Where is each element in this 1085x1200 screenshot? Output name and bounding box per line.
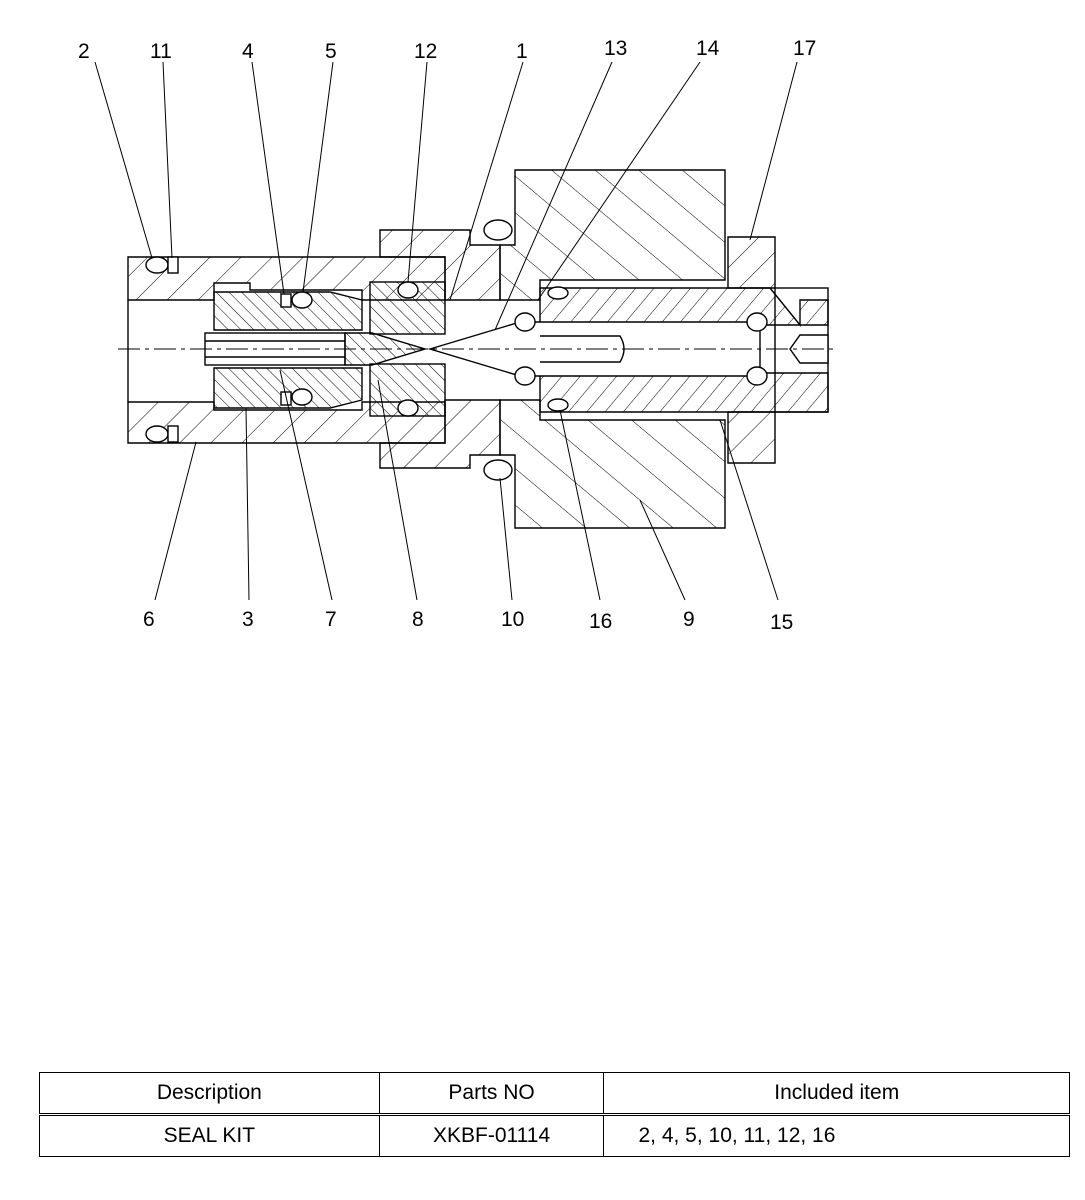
callout-17: 17	[793, 37, 816, 60]
cell-description: SEAL KIT	[39, 1114, 380, 1157]
body-upper	[499, 169, 726, 301]
callout-9: 9	[683, 608, 695, 631]
callout-15: 15	[770, 611, 793, 634]
callout-12: 12	[414, 40, 437, 63]
callout-1: 1	[516, 40, 528, 63]
callout-6: 6	[143, 608, 155, 631]
callout-4: 4	[242, 40, 254, 63]
callout-3: 3	[242, 608, 254, 631]
callout-7: 7	[325, 608, 337, 631]
inner-tube-lower	[539, 372, 829, 413]
o-ring-10-bottom	[483, 459, 513, 481]
o-ring-8-bottom	[397, 399, 419, 417]
o-ring-10-top	[483, 219, 513, 241]
o-ring-14	[547, 286, 569, 300]
callout-13: 13	[604, 37, 627, 60]
callout-8: 8	[412, 608, 424, 631]
header-description: Description	[39, 1072, 380, 1115]
header-parts-no: Parts NO	[378, 1072, 605, 1115]
cell-included-item: 2, 4, 5, 10, 11, 12, 16	[603, 1114, 1070, 1157]
sleeve-upper	[213, 291, 363, 331]
sleeve-lower	[213, 367, 363, 409]
o-ring-12-top	[397, 281, 419, 299]
valve-cross-section-diagram: 2 11 4 5 12 1 13 14 17 6 3 7 8 10 16 9 1…	[78, 37, 838, 634]
callout-11: 11	[150, 40, 172, 63]
table-header-row: Description Parts NO Included item	[39, 1072, 1070, 1115]
o-ring-16	[547, 398, 569, 412]
header-included-item: Included item	[603, 1072, 1070, 1115]
body-lower	[499, 399, 726, 529]
callout-10: 10	[501, 608, 524, 631]
callout-14: 14	[696, 37, 720, 60]
inner-tube-upper	[539, 287, 829, 327]
o-ring-bottom-left	[145, 425, 169, 443]
seal-kit-table: Description Parts NO Included item SEAL …	[39, 1072, 1070, 1157]
o-ring-5-top	[291, 291, 313, 309]
callout-2: 2	[78, 40, 90, 63]
o-ring-5-bottom	[291, 388, 313, 406]
callout-5: 5	[325, 40, 337, 63]
end-nut-upper	[727, 236, 776, 289]
table-row: SEAL KIT XKBF-01114 2, 4, 5, 10, 11, 12,…	[39, 1114, 1070, 1157]
callout-16: 16	[589, 610, 612, 633]
end-nut-lower	[727, 411, 776, 464]
cell-parts-no: XKBF-01114	[378, 1114, 605, 1157]
o-ring-top-left	[145, 256, 169, 274]
